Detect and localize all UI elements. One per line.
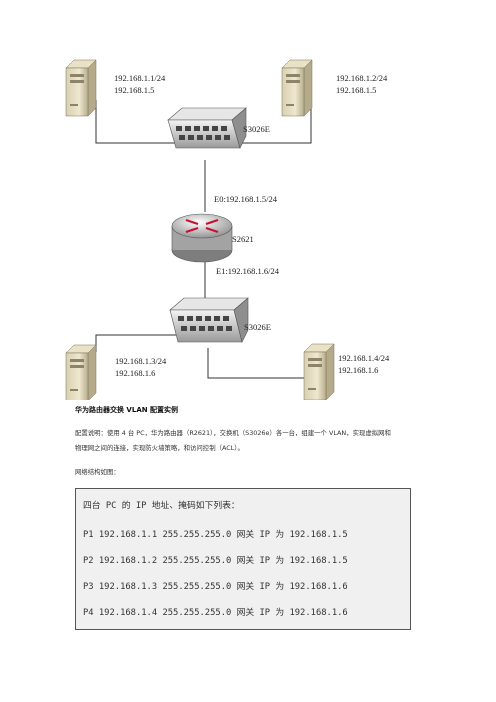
ip-row: P1 192.168.1.1 255.255.255.0 网关 IP 为 192… [83,530,348,540]
section-title: 华为路由器交换 VLAN 配置实例 [75,406,179,414]
config-description: 配置说明：使用 4 台 PC，华为路由器（R2621），交换机（S3026e）各… [75,426,435,456]
pc1-gateway-label: 192.168.1.5 [114,85,155,95]
pc3-gateway-label: 192.168.1.6 [115,368,156,378]
config-description-line: 配置说明：使用 4 台 PC，华为路由器（R2621），交换机（S3026e）各… [75,429,391,437]
box-heading: 四台 PC 的 IP 地址、掩码如下列表： [83,501,240,511]
config-description-line: 物理网之间的连接，实现防火墙策略，和访问控制（ACL）。 [75,444,244,452]
switch-icon [169,297,249,343]
network-diagram [65,59,335,400]
pc4-gateway-label: 192.168.1.6 [338,365,379,375]
pc-icon [65,344,97,400]
pc-icon [281,59,313,117]
pc2-gateway-label: 192.168.1.5 [336,85,377,95]
router-e1-label: E1:192.168.1.6/24 [216,266,280,276]
ip-row: P3 192.168.1.3 255.255.255.0 网关 IP 为 192… [83,582,348,592]
router-label: S2621 [232,234,254,244]
switch-icon [167,107,247,149]
ip-row: P4 192.168.1.4 255.255.255.0 网关 IP 为 192… [83,608,348,618]
pc1-ip-label: 192.168.1.1/24 [114,73,166,83]
pc3-ip-label: 192.168.1.3/24 [115,356,167,366]
pc4-ip-label: 192.168.1.4/24 [338,353,390,363]
switch-bottom-label: S3026E [244,322,271,332]
pc2-ip-label: 192.168.1.2/24 [336,73,388,83]
router-e0-label: E0:192.168.1.5/24 [214,194,278,204]
ip-row: P2 192.168.1.2 255.255.255.0 网关 IP 为 192… [83,556,348,566]
ip-address-box: 四台 PC 的 IP 地址、掩码如下列表： P1 192.168.1.1 255… [75,488,411,630]
switch-top-label: S3026E [243,124,270,134]
network-structure-caption: 网络结构如图： [75,468,120,476]
pc-icon [303,343,335,400]
router-icon [171,213,233,263]
pc-icon [65,59,97,117]
